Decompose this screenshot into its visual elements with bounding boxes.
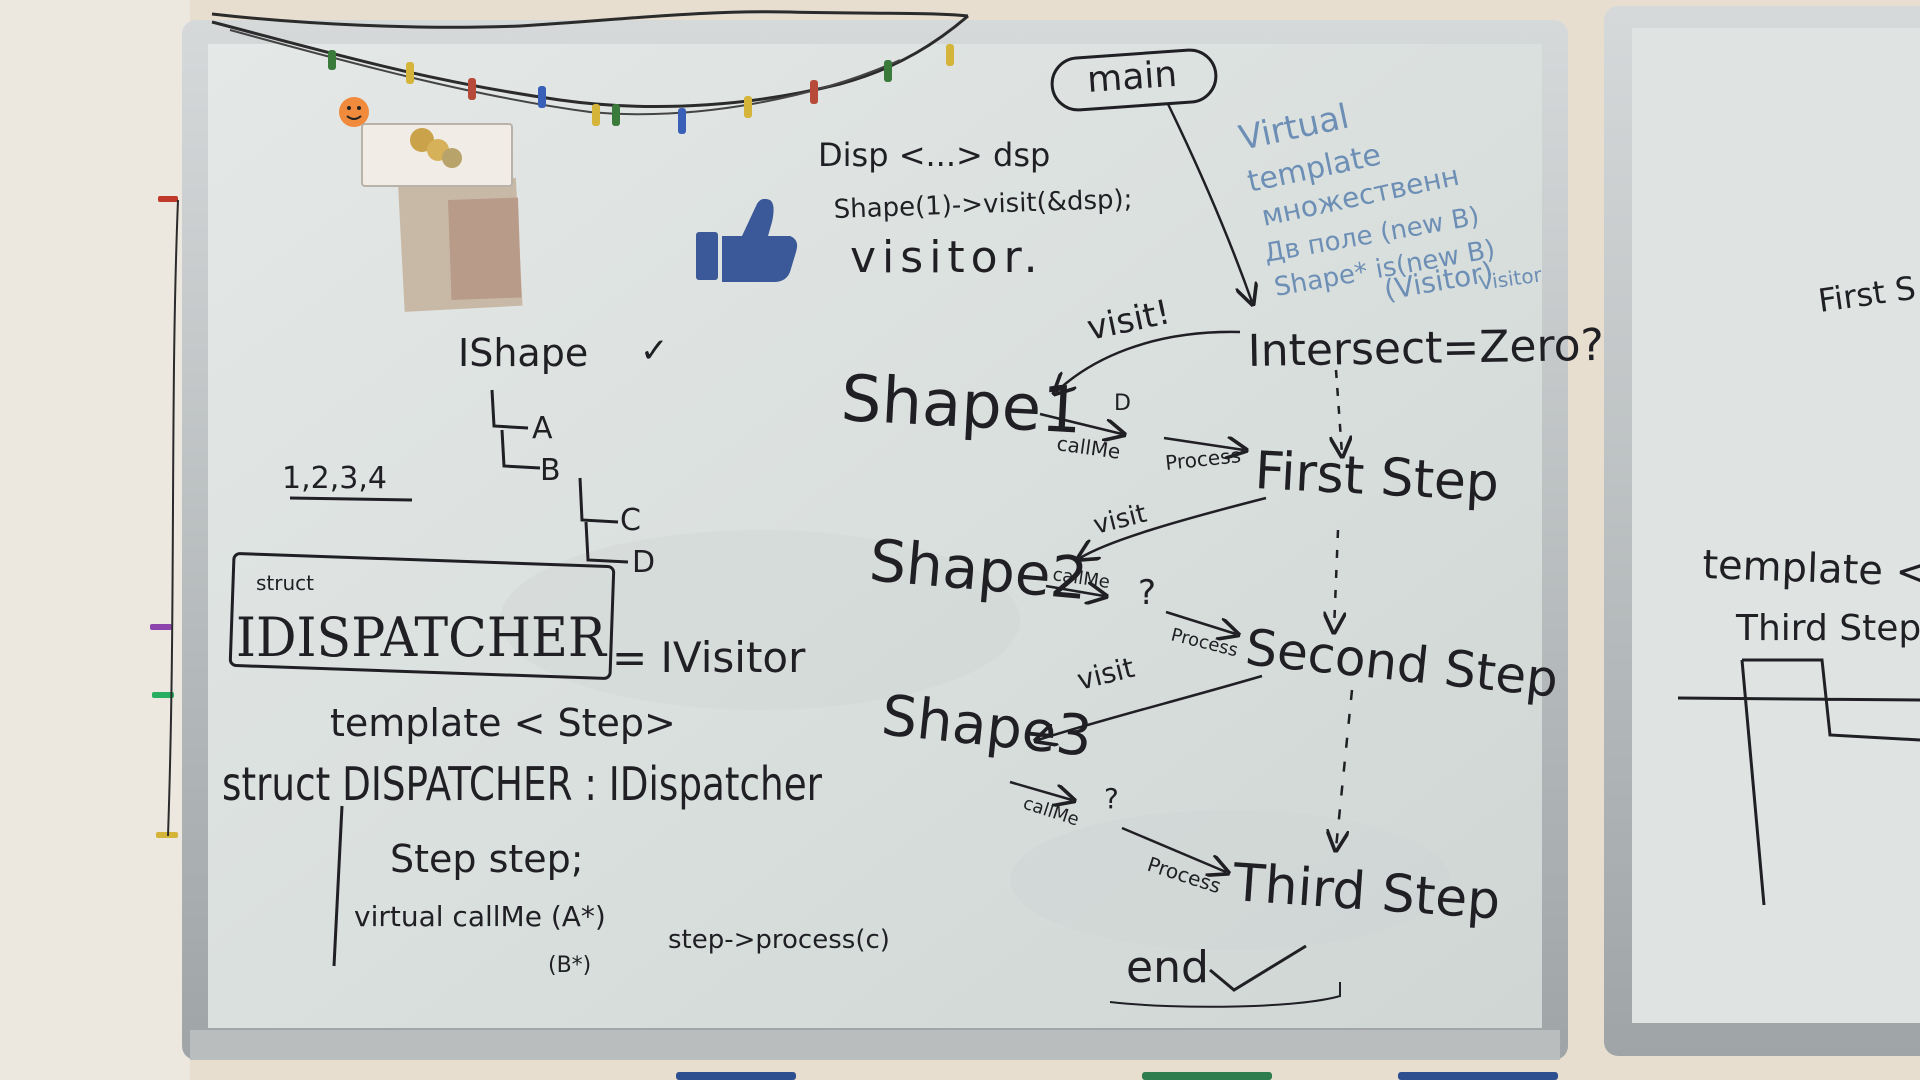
template-step-line: template < Step> bbox=[330, 701, 676, 745]
shape1-label: Shape1 bbox=[839, 362, 1084, 449]
visitor-word: visitor. bbox=[850, 232, 1044, 283]
end-label: end bbox=[1126, 942, 1209, 993]
smiley-magnet-icon bbox=[339, 97, 369, 127]
idispatcher-box bbox=[228, 552, 616, 680]
hierarchy-lines bbox=[490, 389, 629, 564]
d-label: D bbox=[1114, 391, 1131, 416]
right-template-line: template <S bbox=[1702, 542, 1920, 597]
wall-left-light bbox=[0, 0, 190, 1080]
right-table-lines bbox=[1677, 658, 1920, 906]
hierarchy-c: C bbox=[620, 503, 641, 538]
end-check-swoosh bbox=[1209, 944, 1307, 992]
question-mark-2: ? bbox=[1104, 782, 1119, 815]
question-mark-1: ? bbox=[1138, 573, 1156, 613]
check-mark: ✓ bbox=[640, 331, 669, 371]
step-intersect: Intersect=Zero? bbox=[1247, 320, 1604, 377]
arrow-process-3 bbox=[1121, 826, 1226, 872]
dashed-chain-2 bbox=[1334, 529, 1338, 630]
step-process-call: step->process(c) bbox=[668, 925, 890, 955]
wall-light-bulbs bbox=[150, 196, 179, 838]
main-label: main bbox=[1086, 54, 1179, 101]
code-block-bracket bbox=[332, 805, 344, 967]
equals-ivisitor: = IVisitor bbox=[612, 633, 806, 682]
arrow-callme-3 bbox=[1009, 780, 1072, 800]
hierarchy-d: D bbox=[632, 545, 655, 580]
arrow-main-to-intersect bbox=[1166, 103, 1252, 302]
dashed-chain-1 bbox=[1336, 369, 1342, 454]
thumbs-up-icon bbox=[696, 198, 798, 282]
banknotes-photo bbox=[361, 123, 523, 312]
arrow-callme-1 bbox=[1039, 412, 1122, 434]
arrow-visit-2 bbox=[1080, 496, 1267, 558]
right-board-surface bbox=[1632, 28, 1920, 1023]
main-box bbox=[1050, 48, 1218, 112]
struct-dispatcher-line: struct DISPATCHER : IDispatcher bbox=[222, 757, 822, 811]
dispatcher-line: Disp <...> dsp bbox=[818, 136, 1050, 174]
hierarchy-b: B bbox=[540, 453, 561, 488]
struct-tag: struct bbox=[256, 571, 314, 595]
virtual-callme: virtual callMe (A*) bbox=[354, 900, 606, 933]
main-whiteboard bbox=[182, 20, 1568, 1060]
tray-markers bbox=[676, 1072, 1558, 1080]
arrow-callme-2 bbox=[1045, 586, 1104, 596]
end-underline bbox=[1109, 982, 1341, 1008]
step-first: First Step bbox=[1253, 441, 1500, 514]
light-bulbs bbox=[328, 44, 954, 134]
hierarchy-a: A bbox=[532, 411, 553, 446]
step-declaration: Step step; bbox=[390, 837, 584, 881]
string-lights bbox=[150, 10, 969, 838]
counter-label: 1,2,3,4 bbox=[282, 461, 387, 496]
idispatcher-label: IDISPATCHER bbox=[236, 606, 607, 669]
arrow-process-2 bbox=[1165, 610, 1236, 634]
right-whiteboard: First S template <S Third Step bbox=[1604, 6, 1920, 1056]
dashed-chain-3 bbox=[1336, 689, 1354, 848]
board-tray bbox=[190, 1030, 1560, 1060]
smudge bbox=[500, 530, 1020, 710]
arrow-visit-1 bbox=[1056, 330, 1241, 392]
left-column-notes: IShape ✓ A B C D 1,2,3,4 struct IDISPATC… bbox=[222, 331, 890, 978]
ishape-label: IShape bbox=[458, 331, 588, 375]
callme-b: (B*) bbox=[548, 953, 591, 978]
arrow-visit-3 bbox=[1038, 674, 1263, 740]
right-third-step: Third Step bbox=[1735, 608, 1920, 649]
arrow-process-1 bbox=[1163, 438, 1244, 450]
